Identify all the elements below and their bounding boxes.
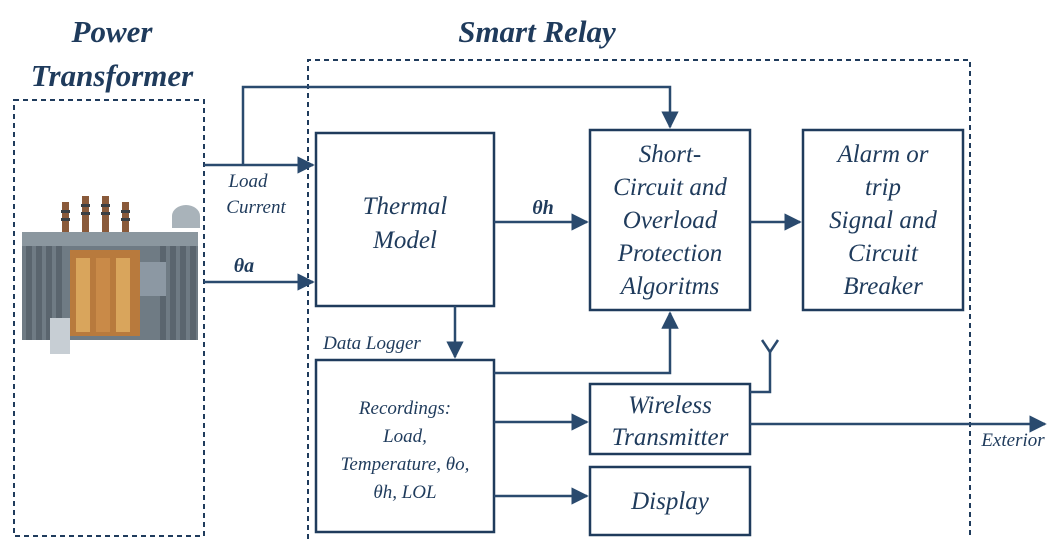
alarm-block bbox=[801, 128, 965, 312]
power-transformer-boundary bbox=[13, 99, 205, 537]
exterior-label: Exterior bbox=[980, 430, 1045, 451]
theta-a-label: θa bbox=[234, 255, 254, 277]
display-block bbox=[588, 465, 752, 537]
wireless-label-line1: Wireless bbox=[628, 392, 712, 419]
load-current-bypass-arrow bbox=[241, 85, 679, 165]
alarm-label-line1: Alarm or bbox=[836, 141, 929, 168]
transformer-image bbox=[22, 196, 200, 354]
protection-label-line2: Circuit and bbox=[613, 174, 727, 201]
protection-label-line1: Short- bbox=[639, 141, 702, 168]
antenna-icon bbox=[760, 339, 780, 353]
wireless-label-line2: Transmitter bbox=[612, 424, 729, 451]
thermal-model-block bbox=[314, 131, 496, 308]
alarm-label-line4: Circuit bbox=[848, 240, 919, 267]
protection-label-line4: Protection bbox=[617, 240, 723, 267]
logger-to-protection-arrow bbox=[494, 311, 679, 375]
thermal-model-label-line1: Thermal bbox=[363, 193, 448, 220]
wireless-transmitter-block bbox=[588, 382, 752, 456]
protection-label-line5: Algoritms bbox=[619, 273, 720, 300]
data-logger-label: Data Logger bbox=[322, 333, 421, 354]
alarm-label-line3: Signal and bbox=[829, 207, 937, 234]
recordings-label-line4: θh, LOL bbox=[373, 482, 436, 503]
smart-relay-boundary bbox=[307, 59, 971, 539]
recordings-label-line2: Load, bbox=[382, 426, 427, 447]
alarm-label-line2: trip bbox=[865, 174, 901, 201]
power-transformer-title-line1: Power bbox=[71, 14, 154, 49]
load-current-label-line2: Current bbox=[226, 197, 286, 218]
smart-relay-title: Smart Relay bbox=[458, 14, 616, 49]
thermal-model-label-line2: Model bbox=[372, 227, 437, 254]
protection-block bbox=[588, 128, 752, 312]
recordings-label-line3: Temperature, θo, bbox=[341, 454, 470, 475]
display-label: Display bbox=[630, 488, 710, 515]
alarm-label-line5: Breaker bbox=[843, 273, 923, 300]
protection-label-line3: Overload bbox=[623, 207, 718, 234]
power-transformer-title-line2: Transformer bbox=[31, 58, 194, 93]
recordings-label-line1: Recordings: bbox=[358, 398, 451, 419]
wireless-to-antenna-wire bbox=[750, 352, 772, 394]
theta-h-label: θh bbox=[532, 197, 554, 219]
recordings-block bbox=[314, 358, 496, 534]
load-current-label-line1: Load bbox=[227, 171, 268, 192]
